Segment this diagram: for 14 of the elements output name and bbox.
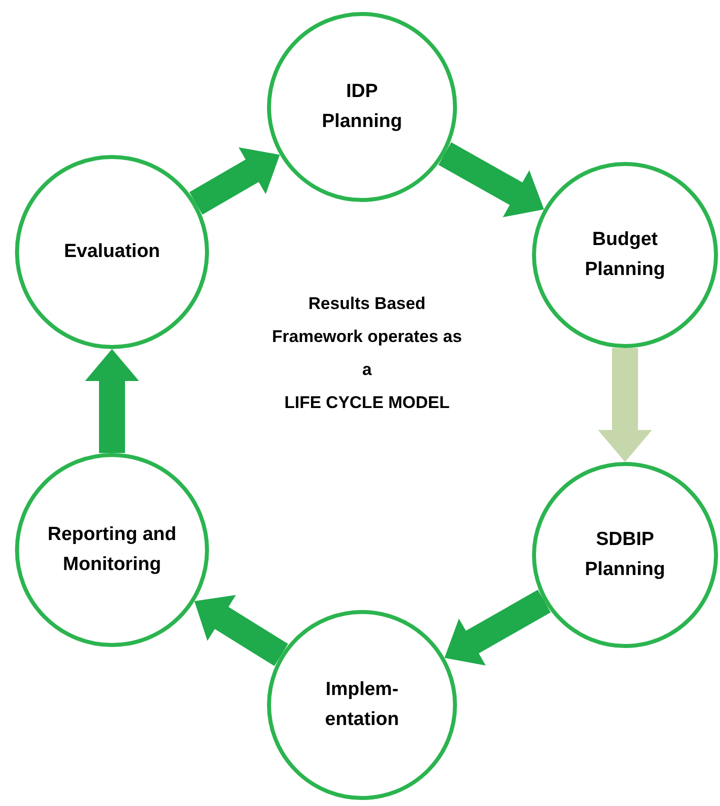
block-arrow xyxy=(189,147,280,215)
block-arrow xyxy=(598,348,652,462)
block-arrow xyxy=(438,142,544,218)
block-arrow xyxy=(85,349,139,453)
node-label: Budget Planning xyxy=(584,228,666,282)
center-caption: LIFE CYCLE MODEL xyxy=(283,392,451,414)
node-label: Implem- entation xyxy=(324,678,400,732)
block-arrow xyxy=(444,590,551,666)
node-label: Reporting and Monitoring xyxy=(47,523,177,577)
node-label: Evaluation xyxy=(62,240,162,264)
node-label: IDP Planning xyxy=(320,80,404,134)
center-caption: Results Based Framework operates as a xyxy=(272,293,462,381)
node-label: SDBIP Planning xyxy=(584,528,666,582)
block-arrow xyxy=(194,595,288,666)
